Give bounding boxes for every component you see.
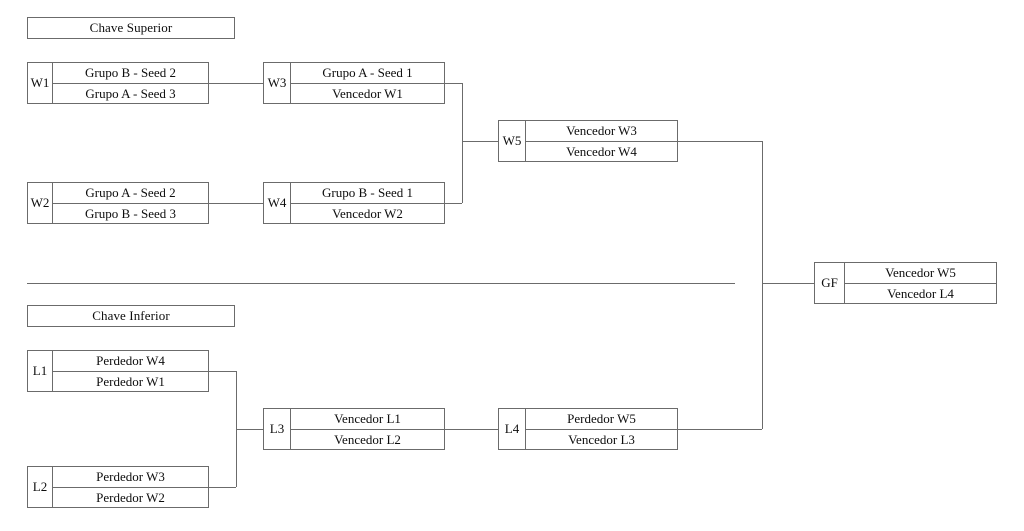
match-code-l4: L4 [499,409,526,449]
match-code-w1: W1 [28,63,53,103]
match-box-w5[interactable]: W5 Vencedor W3 Vencedor W4 [498,120,678,162]
match-slot-bottom-gf: Vencedor L4 [887,285,954,301]
match-box-l2[interactable]: L2 Perdedor W3 Perdedor W2 [27,466,209,508]
match-box-w1[interactable]: W1 Grupo B - Seed 2 Grupo A - Seed 3 [27,62,209,104]
match-slots-l2: Perdedor W3 Perdedor W2 [53,467,208,507]
match-slot-bottom-w1: Grupo A - Seed 3 [85,85,176,101]
match-slots-l1: Perdedor W4 Perdedor W1 [53,351,208,391]
match-code-gf: GF [815,263,845,303]
match-box-l1[interactable]: L1 Perdedor W4 Perdedor W1 [27,350,209,392]
match-box-w2[interactable]: W2 Grupo A - Seed 2 Grupo B - Seed 3 [27,182,209,224]
match-code-l3: L3 [264,409,291,449]
match-code-w3: W3 [264,63,291,103]
match-slot-top-l4: Perdedor W5 [526,409,677,430]
match-slots-l4: Perdedor W5 Vencedor L3 [526,409,677,449]
connector-l1-out [209,371,236,372]
connector-join-to-l3 [236,429,263,430]
lower-bracket-title: Chave Inferior [92,308,170,323]
connector-l3-to-l4 [445,429,498,430]
match-slots-w5: Vencedor W3 Vencedor W4 [526,121,677,161]
match-slots-w4: Grupo B - Seed 1 Vencedor W2 [291,183,444,223]
match-box-l3[interactable]: L3 Vencedor L1 Vencedor L2 [263,408,445,450]
connector-join-w5-l4 [762,141,763,429]
match-code-w2: W2 [28,183,53,223]
connector-w5-out [678,141,762,142]
match-slot-bottom-w2: Grupo B - Seed 3 [85,205,176,221]
match-slot-top-w3: Grupo A - Seed 1 [291,63,444,84]
connector-w3-out [445,83,462,84]
match-slot-top-w5: Vencedor W3 [526,121,677,142]
match-slot-top-w2: Grupo A - Seed 2 [53,183,208,204]
match-code-l1: L1 [28,351,53,391]
lower-bracket-title-box: Chave Inferior [27,305,235,327]
match-slots-w2: Grupo A - Seed 2 Grupo B - Seed 3 [53,183,208,223]
match-slot-top-l3: Vencedor L1 [291,409,444,430]
connector-l4-out [678,429,762,430]
match-code-w4: W4 [264,183,291,223]
match-box-w4[interactable]: W4 Grupo B - Seed 1 Vencedor W2 [263,182,445,224]
match-box-l4[interactable]: L4 Perdedor W5 Vencedor L3 [498,408,678,450]
connector-l2-out [209,487,236,488]
match-slot-bottom-l3: Vencedor L2 [334,431,401,447]
match-slot-bottom-w5: Vencedor W4 [566,143,637,159]
connector-join-w3-w4 [462,83,463,203]
match-slot-top-w1: Grupo B - Seed 2 [53,63,208,84]
match-slot-bottom-w4: Vencedor W2 [332,205,403,221]
connector-w1-to-w3 [209,83,263,84]
match-slot-bottom-l4: Vencedor L3 [568,431,635,447]
match-slots-w3: Grupo A - Seed 1 Vencedor W1 [291,63,444,103]
match-code-w5: W5 [499,121,526,161]
match-slot-top-gf: Vencedor W5 [845,263,996,284]
match-slots-gf: Vencedor W5 Vencedor L4 [845,263,996,303]
match-slot-top-l1: Perdedor W4 [53,351,208,372]
upper-bracket-title: Chave Superior [89,20,173,35]
match-slots-l3: Vencedor L1 Vencedor L2 [291,409,444,449]
match-slot-bottom-l2: Perdedor W2 [96,489,165,505]
match-slot-top-l2: Perdedor W3 [53,467,208,488]
connector-join-to-gf [762,283,814,284]
match-box-gf[interactable]: GF Vencedor W5 Vencedor L4 [814,262,997,304]
connector-w4-out [445,203,462,204]
upper-bracket-title-box: Chave Superior [27,17,235,39]
match-box-w3[interactable]: W3 Grupo A - Seed 1 Vencedor W1 [263,62,445,104]
match-slot-bottom-l1: Perdedor W1 [96,373,165,389]
match-slots-w1: Grupo B - Seed 2 Grupo A - Seed 3 [53,63,208,103]
bracket-divider-line [27,283,735,284]
connector-join-to-w5 [462,141,498,142]
match-slot-bottom-w3: Vencedor W1 [332,85,403,101]
match-slot-top-w4: Grupo B - Seed 1 [291,183,444,204]
match-code-l2: L2 [28,467,53,507]
connector-w2-to-w4 [209,203,263,204]
